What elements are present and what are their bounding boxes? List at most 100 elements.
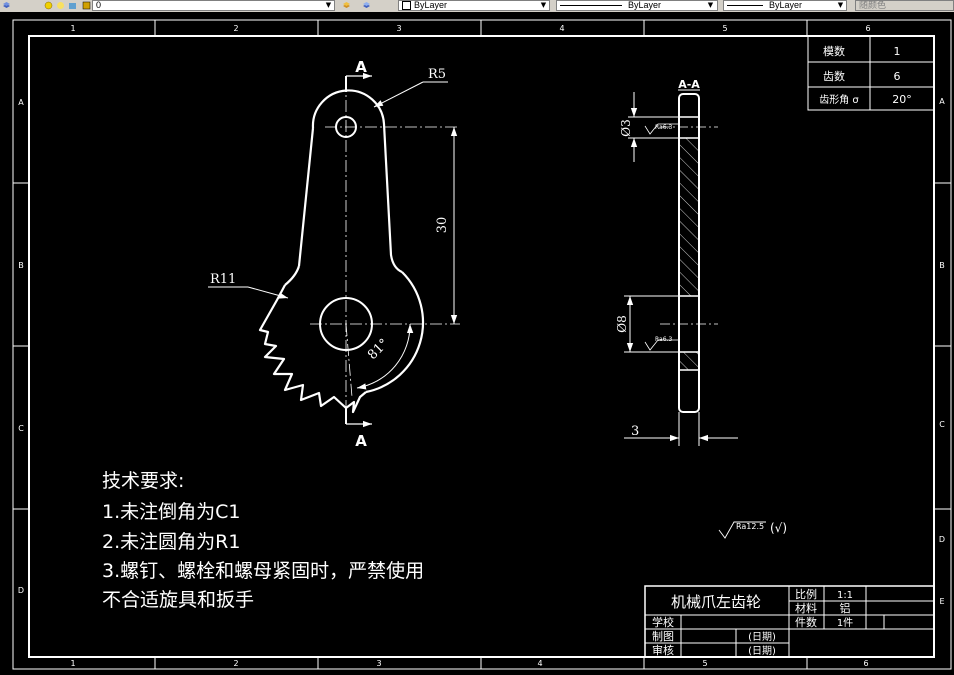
title-block: 机械爪左齿轮 比例 1:1 材料 铝 件数 1件 学校 制图 (日期) 审核 (… [644, 585, 935, 658]
color-swatch-icon [402, 1, 411, 10]
gear-table-value: 1 [894, 45, 901, 58]
dim-thickness-text: 3 [631, 424, 639, 439]
scale-value: 1:1 [837, 590, 853, 601]
gear-table-label: 模数 [823, 45, 845, 58]
zone-label: 5 [702, 659, 707, 668]
dim-d8-text: Ø8 [615, 315, 629, 332]
section-outline [678, 93, 700, 413]
zone-label: 4 [537, 659, 542, 668]
zone-label: 3 [396, 24, 401, 33]
dim-30-text: 30 [435, 217, 450, 234]
zone-label: 6 [865, 24, 870, 33]
section-hatch [680, 352, 698, 370]
quantity-value: 1件 [837, 617, 853, 629]
zone-label: A [939, 97, 945, 106]
drawn-label: 制图 [652, 630, 674, 643]
model-space-background [0, 12, 954, 675]
gear-parameter-table: 模数 1 齿数 6 齿形角 σ 20° [807, 35, 935, 111]
color-dropdown-value: ByLayer [414, 0, 448, 10]
technical-requirements: 技术要求: 1.未注倒角为C1 2.未注圆角为R1 3.螺钉、螺栓和螺母紧固时，… [102, 470, 424, 611]
zone-label: 4 [559, 24, 564, 33]
section-label-bottom: A [355, 432, 367, 450]
dim-r11-text: R11 [210, 272, 236, 287]
general-roughness: Ra12.5 (√) [718, 521, 787, 539]
linetype-dropdown-value: ByLayer [628, 0, 662, 10]
color-dropdown[interactable]: ByLayer [398, 0, 550, 11]
gear-table-value: 20° [892, 93, 912, 106]
requirement-line: 2.未注圆角为R1 [102, 531, 240, 553]
dim-d3-text: Ø3 [619, 119, 633, 136]
layer-on-icon[interactable] [44, 1, 53, 10]
section-label-top: A [355, 58, 367, 76]
scale-label: 比例 [795, 587, 817, 601]
general-roughness-value: Ra12.5 [736, 522, 764, 531]
zone-label: 6 [863, 659, 868, 668]
zone-label: E [939, 597, 944, 606]
zone-label: A [18, 98, 24, 107]
dim-r5-text: R5 [428, 67, 446, 82]
requirement-line: 不合适旋具和扳手 [102, 589, 254, 611]
material-value: 铝 [840, 601, 851, 615]
quantity-label: 件数 [795, 616, 817, 629]
requirement-line: 1.未注倒角为C1 [102, 501, 240, 523]
properties-toolbar: 0 ▼ ByLayer ▼ ByLayer ▼ ByLayer ▼ 随颜色 [0, 0, 954, 13]
zone-label: 5 [722, 24, 727, 33]
dim-angle-arc [356, 323, 414, 390]
lineweight-preview-icon [727, 5, 763, 7]
layer-manager-icon[interactable] [2, 1, 11, 10]
zone-label: C [939, 420, 945, 429]
gear-table-label: 齿数 [823, 70, 845, 83]
requirements-title: 技术要求: [102, 470, 184, 492]
roughness-symbol-icon [718, 521, 766, 539]
checked-label: 审核 [652, 643, 674, 657]
plotstyle-dropdown[interactable]: 随颜色 [855, 0, 954, 11]
section-view: A-A Ø3 Ra6.3 [615, 78, 738, 446]
zone-label: 2 [233, 24, 238, 33]
chevron-down-icon[interactable]: ▼ [837, 1, 844, 9]
school-label: 学校 [652, 615, 674, 629]
roughness-symbol-icon [644, 339, 680, 351]
layer-dropdown-value: 0 [96, 0, 102, 10]
zone-label: C [18, 424, 24, 433]
linetype-preview-icon [560, 5, 622, 7]
layer-lock-icon[interactable] [68, 1, 77, 10]
drawing-canvas[interactable]: 1 2 3 4 5 6 1 2 3 4 5 6 A B C D A B C D … [0, 12, 954, 675]
gear-table-label: 齿形角 σ [819, 94, 859, 106]
dim-r5 [373, 81, 448, 108]
layer-color-icon[interactable] [82, 1, 91, 10]
section-hatch [680, 138, 698, 296]
section-plane-arrows [346, 72, 372, 428]
chevron-down-icon[interactable]: ▼ [325, 1, 332, 9]
lineweight-dropdown-value: ByLayer [769, 0, 803, 10]
zone-label: D [939, 535, 945, 544]
zone-label: D [18, 586, 24, 595]
layer-previous-icon[interactable] [362, 1, 371, 10]
zone-labels: 1 2 3 4 5 6 1 2 3 4 5 6 A B C D A B C D … [18, 24, 945, 668]
part-name: 机械爪左齿轮 [671, 593, 761, 611]
zone-label: B [939, 261, 945, 270]
section-view-title: A-A [678, 78, 700, 91]
roughness-symbol-icon [644, 123, 680, 135]
linetype-dropdown[interactable]: ByLayer [556, 0, 718, 11]
make-layer-current-icon[interactable] [342, 1, 351, 10]
gear-table-value: 6 [894, 70, 901, 83]
zone-label: 1 [70, 659, 75, 668]
drawn-date: (日期) [748, 631, 776, 643]
material-label: 材料 [795, 601, 817, 615]
layer-freeze-icon[interactable] [56, 1, 65, 10]
dim-r11 [208, 286, 289, 299]
zone-label: 1 [70, 24, 75, 33]
roughness-text: Ra6.3 [655, 336, 672, 343]
lineweight-dropdown[interactable]: ByLayer [723, 0, 847, 11]
plotstyle-dropdown-value: 随颜色 [859, 0, 887, 10]
general-roughness-suffix: (√) [770, 521, 787, 535]
layer-dropdown[interactable]: 0 [92, 0, 335, 11]
chevron-down-icon[interactable]: ▼ [707, 1, 714, 9]
zone-label: 3 [376, 659, 381, 668]
chevron-down-icon[interactable]: ▼ [540, 1, 547, 9]
requirement-line: 3.螺钉、螺栓和螺母紧固时，严禁使用 [102, 560, 424, 582]
zone-label: 2 [233, 659, 238, 668]
zone-ticks [13, 20, 951, 669]
zone-label: B [18, 261, 24, 270]
roughness-text: Ra6.3 [655, 124, 672, 131]
